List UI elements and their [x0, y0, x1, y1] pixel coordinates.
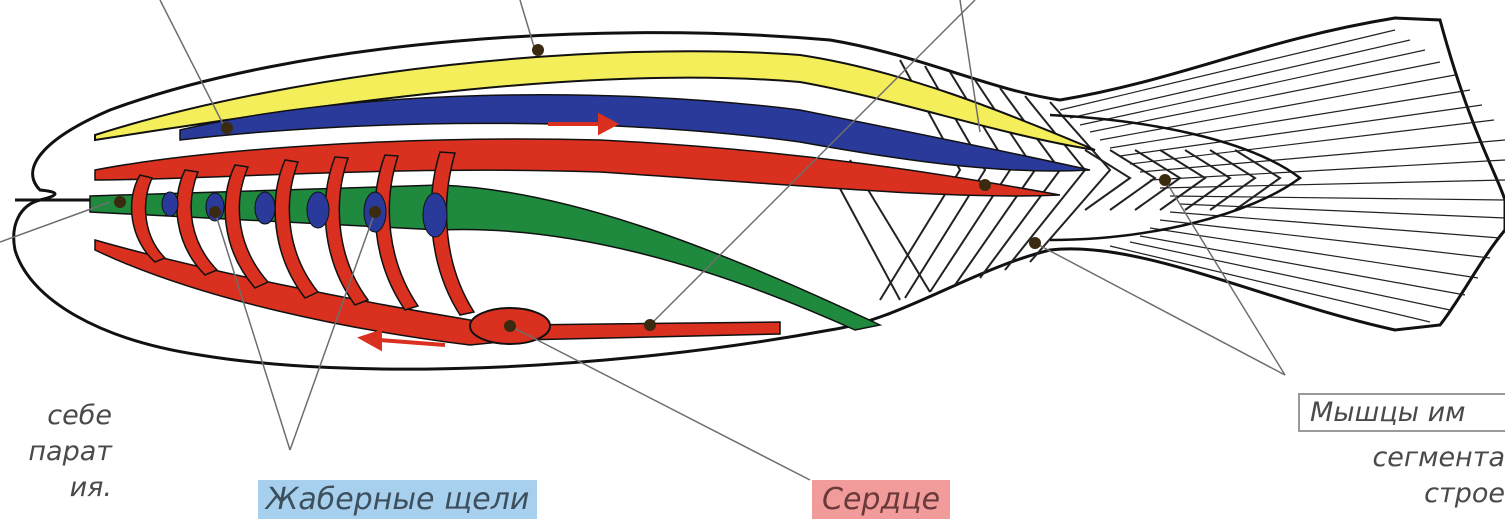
muscle-note-line-1: сегмента [1310, 440, 1505, 476]
gill-slits-label: Жаберные щели [258, 480, 537, 519]
left-note-line-1: себе [0, 398, 112, 434]
left-note-line-3: ия. [0, 470, 112, 506]
muscle-note: сегмента строе [1310, 440, 1505, 512]
left-note-line-2: парат [0, 434, 112, 470]
heart-label: Сердце [812, 480, 950, 519]
muscle-note-line-2: строе [1310, 476, 1505, 512]
left-note: себе парат ия. [0, 398, 112, 506]
muscle-label-box: Мышцы им [1298, 393, 1505, 432]
